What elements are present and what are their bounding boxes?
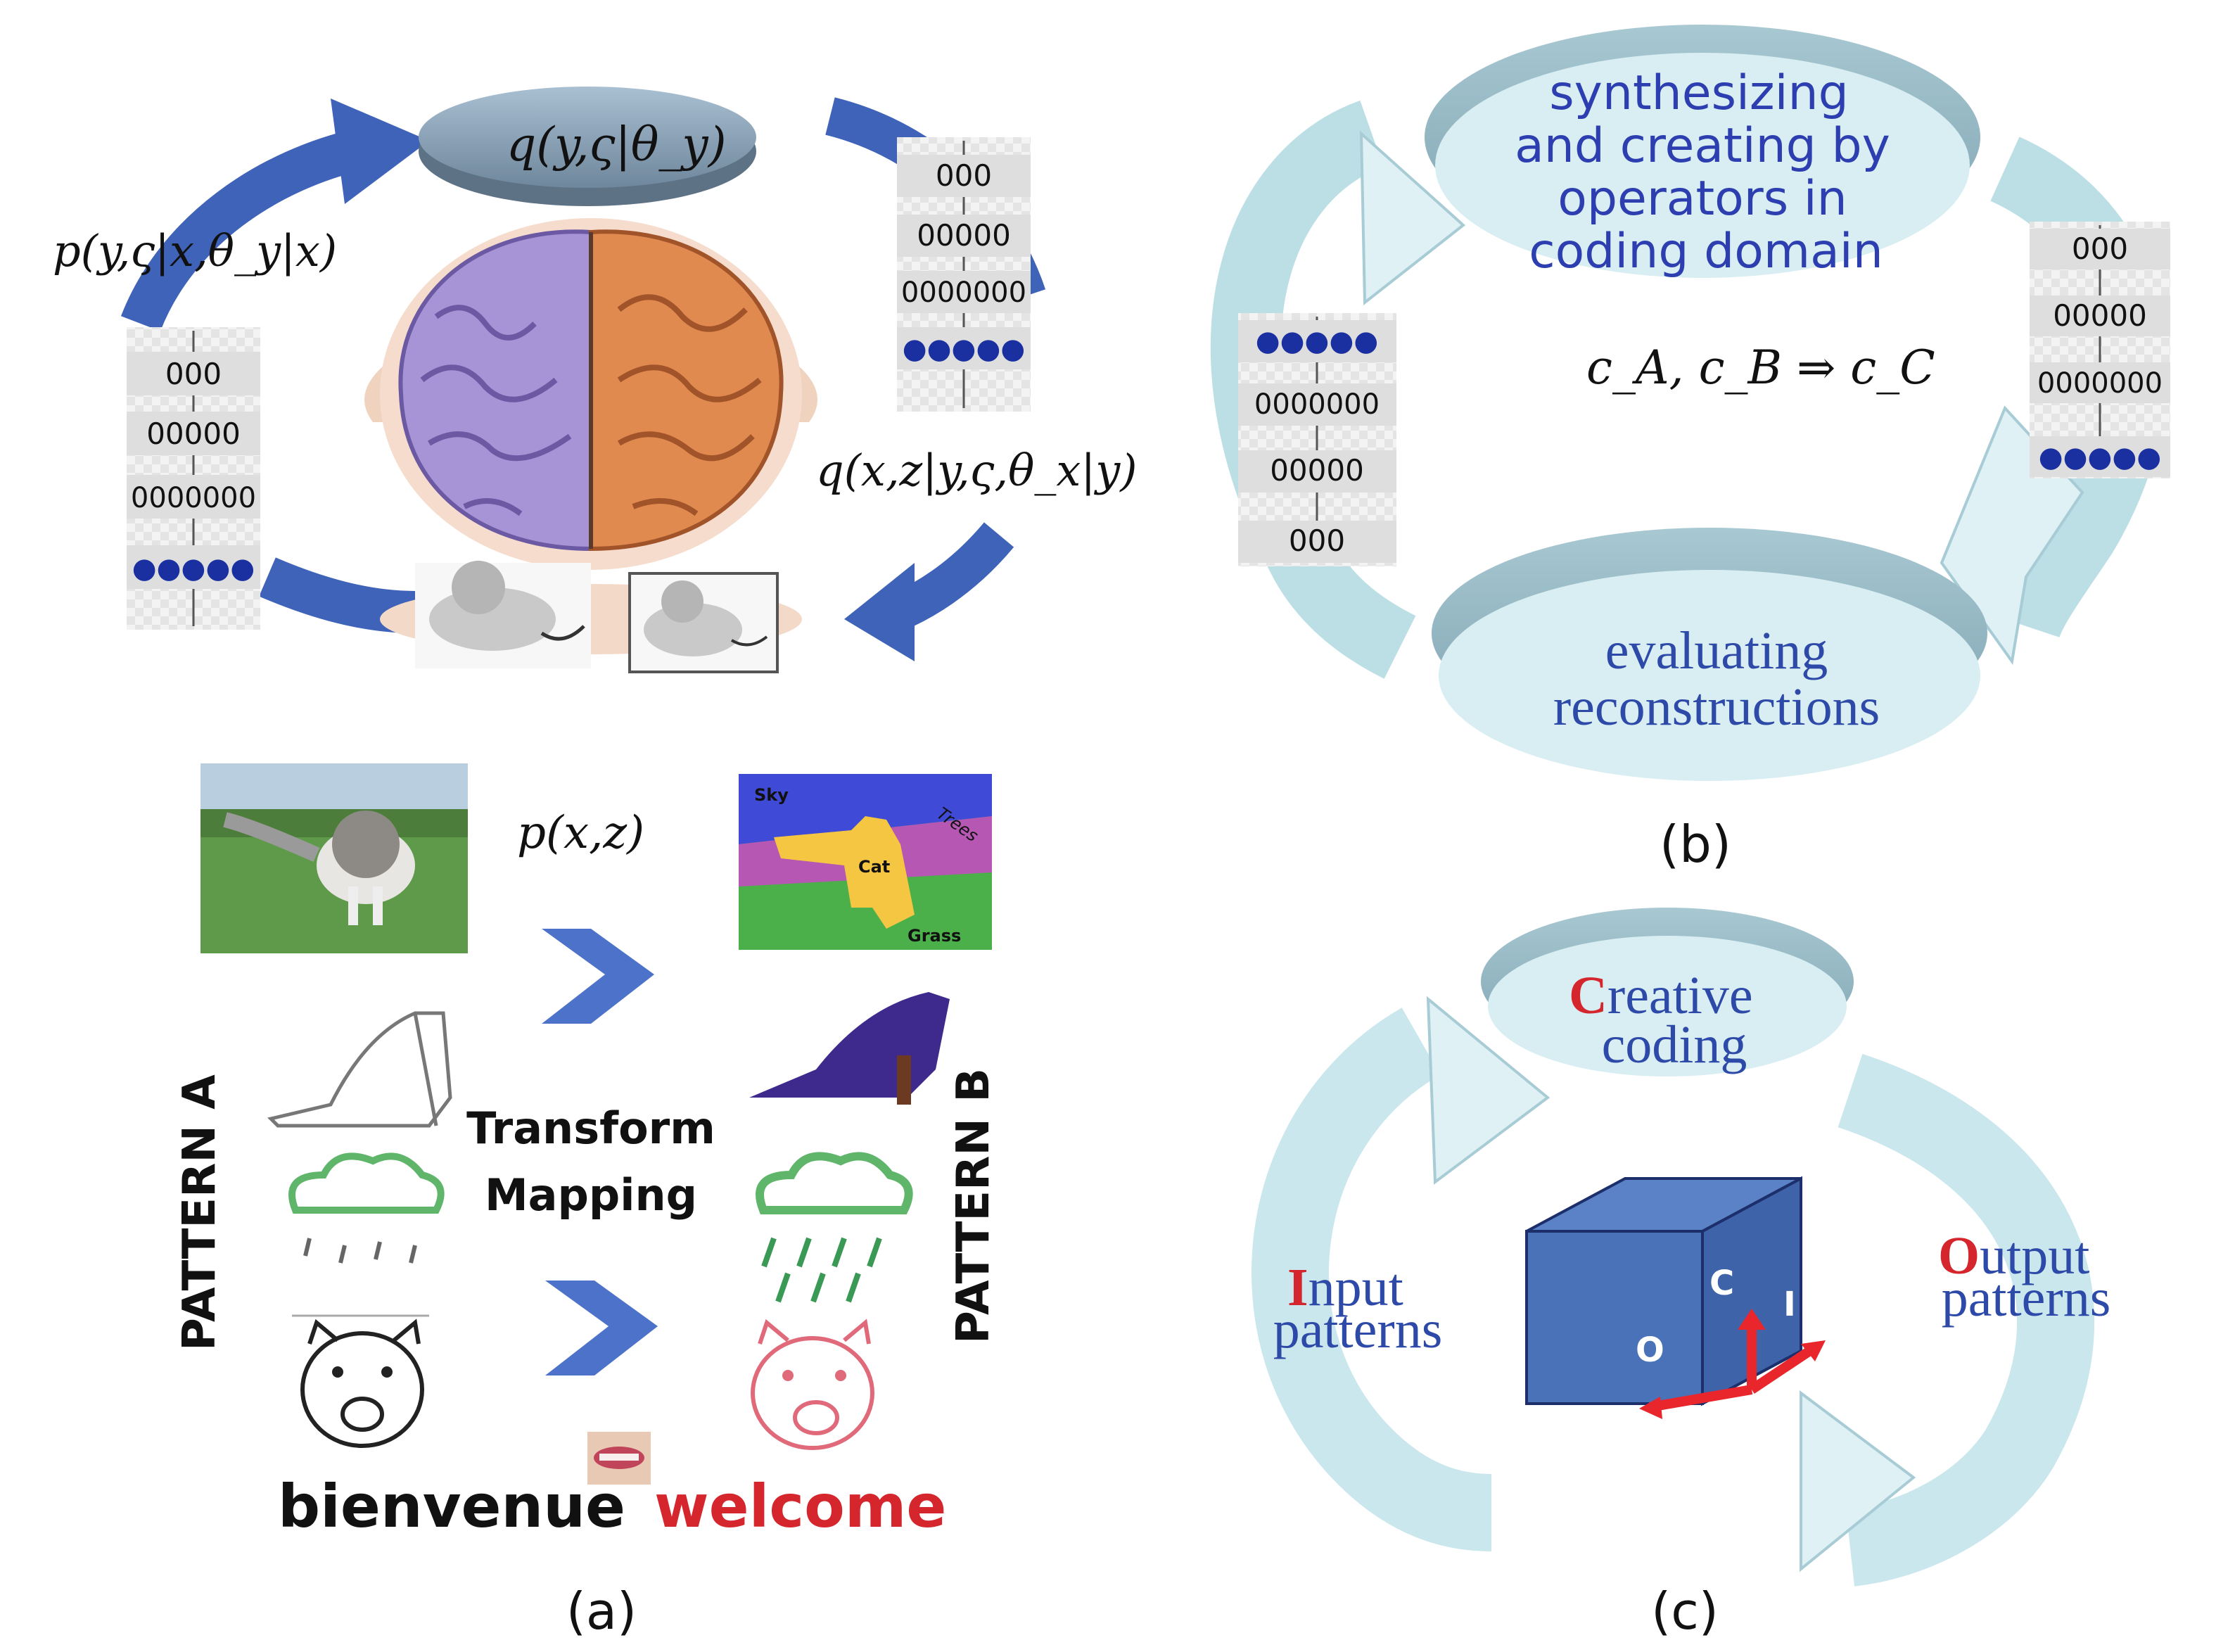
stack-right-a-row-4: ●●●●● — [903, 333, 1026, 365]
brain-illustration — [364, 218, 817, 654]
b-top-text-2: and creating by — [1515, 118, 1890, 174]
shoe-sketch — [267, 1011, 452, 1128]
panel-c: Creative coding C I O Input patterns Out… — [1252, 908, 2111, 1641]
c-arrowhead-left — [1426, 996, 1550, 1185]
c-coding-label: coding — [1602, 1015, 1747, 1074]
panel-a-transform: p(x,z) Sky Trees Cat Grass PATTERN A PAT… — [174, 763, 1000, 1641]
top-ellipse-formula: q(y,ς|θ_y) — [507, 117, 726, 172]
cube-letter-i: I — [1783, 1285, 1796, 1324]
stack-left-a-row-3: 0000000 — [131, 482, 256, 514]
stack-right-b-row-4: ●●●●● — [2039, 441, 2162, 474]
stack-right-a-row-1: 000 — [936, 158, 992, 193]
stack-right-b-row-3: 0000000 — [2037, 367, 2163, 400]
seg-label-cat: Cat — [858, 857, 890, 877]
panel-a-label: (a) — [566, 1582, 637, 1641]
chevron-arrow-2 — [545, 1281, 658, 1375]
seg-label-grass: Grass — [908, 926, 961, 946]
stack-left-b-row-3: 00000 — [1270, 453, 1364, 488]
c-input-label-2: patterns — [1273, 1300, 1443, 1359]
stack-left-a-row-1: 000 — [165, 357, 222, 391]
pig-sketch — [300, 1319, 424, 1448]
c-top-ellipse — [1488, 936, 1847, 1076]
b-bottom-text-1: evaluating — [1605, 621, 1828, 680]
word-bienvenue: bienvenue — [278, 1472, 625, 1541]
b-top-text-4: coding domain — [1529, 224, 1883, 279]
cube-letter-o: O — [1636, 1330, 1664, 1370]
stack-right-b-row-2: 00000 — [2053, 298, 2147, 333]
c-arc-left — [1252, 1008, 1493, 1551]
b-bottom-text-2: reconstructions — [1553, 678, 1880, 737]
c-output-label: Output — [1938, 1226, 2089, 1285]
stack-left-a-row-4: ●●●●● — [132, 552, 255, 585]
b-formula: c_A, c_B ⇒ c_C — [1586, 341, 1935, 395]
stack-right-b-row-1: 000 — [2072, 231, 2128, 266]
panel-b: synthesizing and creating by operators i… — [1210, 25, 2170, 874]
c-arc-right — [1838, 1053, 2095, 1587]
pig-red — [751, 1319, 874, 1450]
pxz-formula: p(x,z) — [517, 807, 644, 859]
word-welcome: welcome — [654, 1472, 946, 1541]
stack-left-b-row-1: ●●●●● — [1256, 325, 1379, 357]
panel-b-label: (b) — [1660, 815, 1731, 874]
seg-label-sky: Sky — [754, 785, 789, 805]
panel-a-cycle: q(y,ς|θ_y) p(y,ς|x,θ_y|x) q(x,z|y,ς,θ_x|… — [53, 87, 1137, 673]
panel-c-label: (c) — [1651, 1582, 1719, 1641]
pattern-a-label: PATTERN A — [174, 1074, 226, 1351]
cat-photo — [200, 763, 468, 953]
b-top-ellipse — [1435, 53, 1970, 278]
chevron-arrow-1 — [542, 929, 654, 1024]
stack-right-a-row-3: 0000000 — [901, 277, 1026, 309]
b-top-text-3: operators in — [1558, 171, 1847, 227]
c-input-label: Input — [1287, 1258, 1403, 1317]
segmentation-map: Sky Trees Cat Grass — [739, 774, 992, 950]
stack-left-a-row-2: 00000 — [146, 417, 241, 451]
top-ellipse — [419, 87, 756, 188]
rain-cloud-green — [756, 1152, 913, 1303]
stack-left-b-row-2: 0000000 — [1254, 388, 1380, 421]
mouth-icon — [587, 1432, 651, 1485]
mapping-label: Mapping — [485, 1169, 697, 1221]
cycle-arrow-top-left — [121, 127, 371, 332]
arrowhead-bottom-right — [844, 563, 915, 661]
cube-letter-c: C — [1709, 1264, 1734, 1303]
rain-cloud-sketch — [288, 1152, 445, 1317]
b-top-text-1: synthesizing — [1549, 65, 1849, 121]
coding-cube: C I O — [1525, 1176, 1826, 1419]
stack-left-b: ●●●●● 0000000 00000 000 — [1238, 313, 1396, 566]
cycle-arrow-bottom-left — [259, 557, 416, 633]
cat-thumbnail-2 — [628, 572, 779, 673]
c-creative-label: Creative — [1569, 966, 1753, 1025]
axis-arrows — [1648, 1323, 1818, 1412]
transform-label: Transform — [466, 1103, 715, 1154]
cat-thumbnail-1 — [415, 561, 591, 668]
b-bottom-ellipse — [1439, 570, 1980, 781]
b-arrowhead-left — [1359, 130, 1466, 306]
shoe-purple — [749, 992, 950, 1105]
pattern-b-label: PATTERN B — [948, 1068, 1000, 1344]
c-output-label-2: patterns — [1942, 1269, 2111, 1328]
left-formula: p(y,ς|x,θ_y|x) — [53, 225, 337, 277]
stack-right-b: 000 00000 0000000 ●●●●● — [2030, 222, 2170, 478]
stack-left-a: 000 00000 0000000 ●●●●● — [127, 327, 260, 630]
stack-right-a-row-2: 00000 — [917, 218, 1011, 253]
stack-left-b-row-4: 000 — [1289, 523, 1345, 558]
arrowhead-top-left — [331, 99, 429, 204]
c-arrowhead-right — [1800, 1390, 1916, 1572]
right-formula: q(x,z|y,ς,θ_x|y) — [816, 445, 1137, 496]
stack-right-a: 000 00000 0000000 ●●●●● — [897, 137, 1031, 412]
